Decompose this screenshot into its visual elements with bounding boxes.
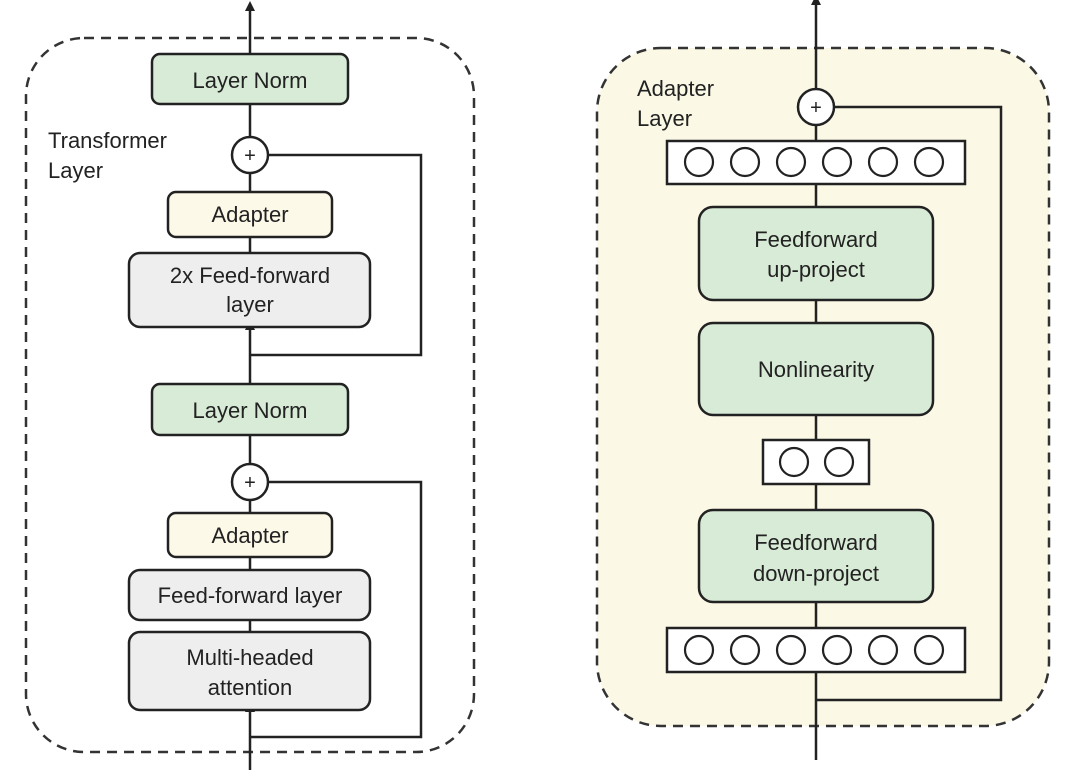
plus-sign-top: + [244, 145, 256, 167]
feedforward-down-project-box [697, 508, 935, 604]
feedforward-up-project-box [697, 205, 935, 302]
neuron [913, 146, 945, 178]
layer-norm-box-bottom [150, 382, 350, 437]
ffn-2x-label-line2: layer [226, 292, 274, 317]
ff-down-label-line2: down-project [753, 561, 879, 586]
ffn-layer-label: Feed-forward layer [158, 583, 343, 608]
ff-up-label-line1: Feedforward [754, 227, 878, 252]
neuron [729, 146, 761, 178]
neuron [729, 634, 761, 666]
feed-forward-2x-box [127, 251, 372, 329]
neuron [823, 446, 855, 478]
transformer-title-line1: Transformer [48, 128, 167, 153]
adapter-residual-add-node [796, 87, 836, 127]
multi-headed-attention-box [127, 630, 372, 712]
adapter-title-line2: Layer [637, 106, 692, 131]
adapter-plus-sign: + [810, 97, 822, 119]
mha-label-line1: Multi-headed [186, 645, 313, 670]
adapter-bottom-label: Adapter [211, 523, 288, 548]
adapter-box-top [166, 190, 334, 239]
transformer-title-line2: Layer [48, 158, 103, 183]
mha-label-line2: attention [208, 675, 292, 700]
adapter-title-line1: Adapter [637, 76, 714, 101]
neuron [867, 634, 899, 666]
ff-up-label-line2: up-project [767, 257, 865, 282]
layer-norm-top-label: Layer Norm [193, 68, 308, 93]
layer-norm-bottom-label: Layer Norm [193, 398, 308, 423]
transformer-layer-panel: Transformer Layer Multi-headed attention… [24, 1, 476, 770]
adapter-box-bottom [166, 511, 334, 559]
residual-skip-bottom [250, 480, 423, 739]
residual-skip-top [250, 153, 423, 357]
ff-down-label-line1: Feedforward [754, 530, 878, 555]
adapter-top-label: Adapter [211, 202, 288, 227]
adapter-layer-panel: Adapter Layer Feedforward down-project [595, 0, 1051, 760]
bottleneck-neuron-layer [761, 438, 871, 486]
ffn-2x-label-line1: 2x Feed-forward [170, 263, 330, 288]
adapter-skip-connection [816, 105, 1003, 702]
neuron [913, 634, 945, 666]
neuron [867, 146, 899, 178]
feed-forward-layer-box [127, 568, 372, 622]
output-neuron-layer [665, 139, 967, 186]
neuron [775, 634, 807, 666]
nonlinearity-box [697, 321, 935, 417]
layer-norm-box-top [150, 52, 350, 106]
plus-sign-bottom: + [244, 472, 256, 494]
neuron [775, 146, 807, 178]
neuron [821, 634, 853, 666]
neuron [821, 146, 853, 178]
nonlinearity-label: Nonlinearity [758, 357, 874, 382]
neuron [778, 446, 810, 478]
neuron [683, 146, 715, 178]
input-neuron-layer [665, 626, 967, 674]
residual-add-bottom-node [230, 462, 270, 502]
residual-add-top-node [230, 135, 270, 175]
neuron [683, 634, 715, 666]
